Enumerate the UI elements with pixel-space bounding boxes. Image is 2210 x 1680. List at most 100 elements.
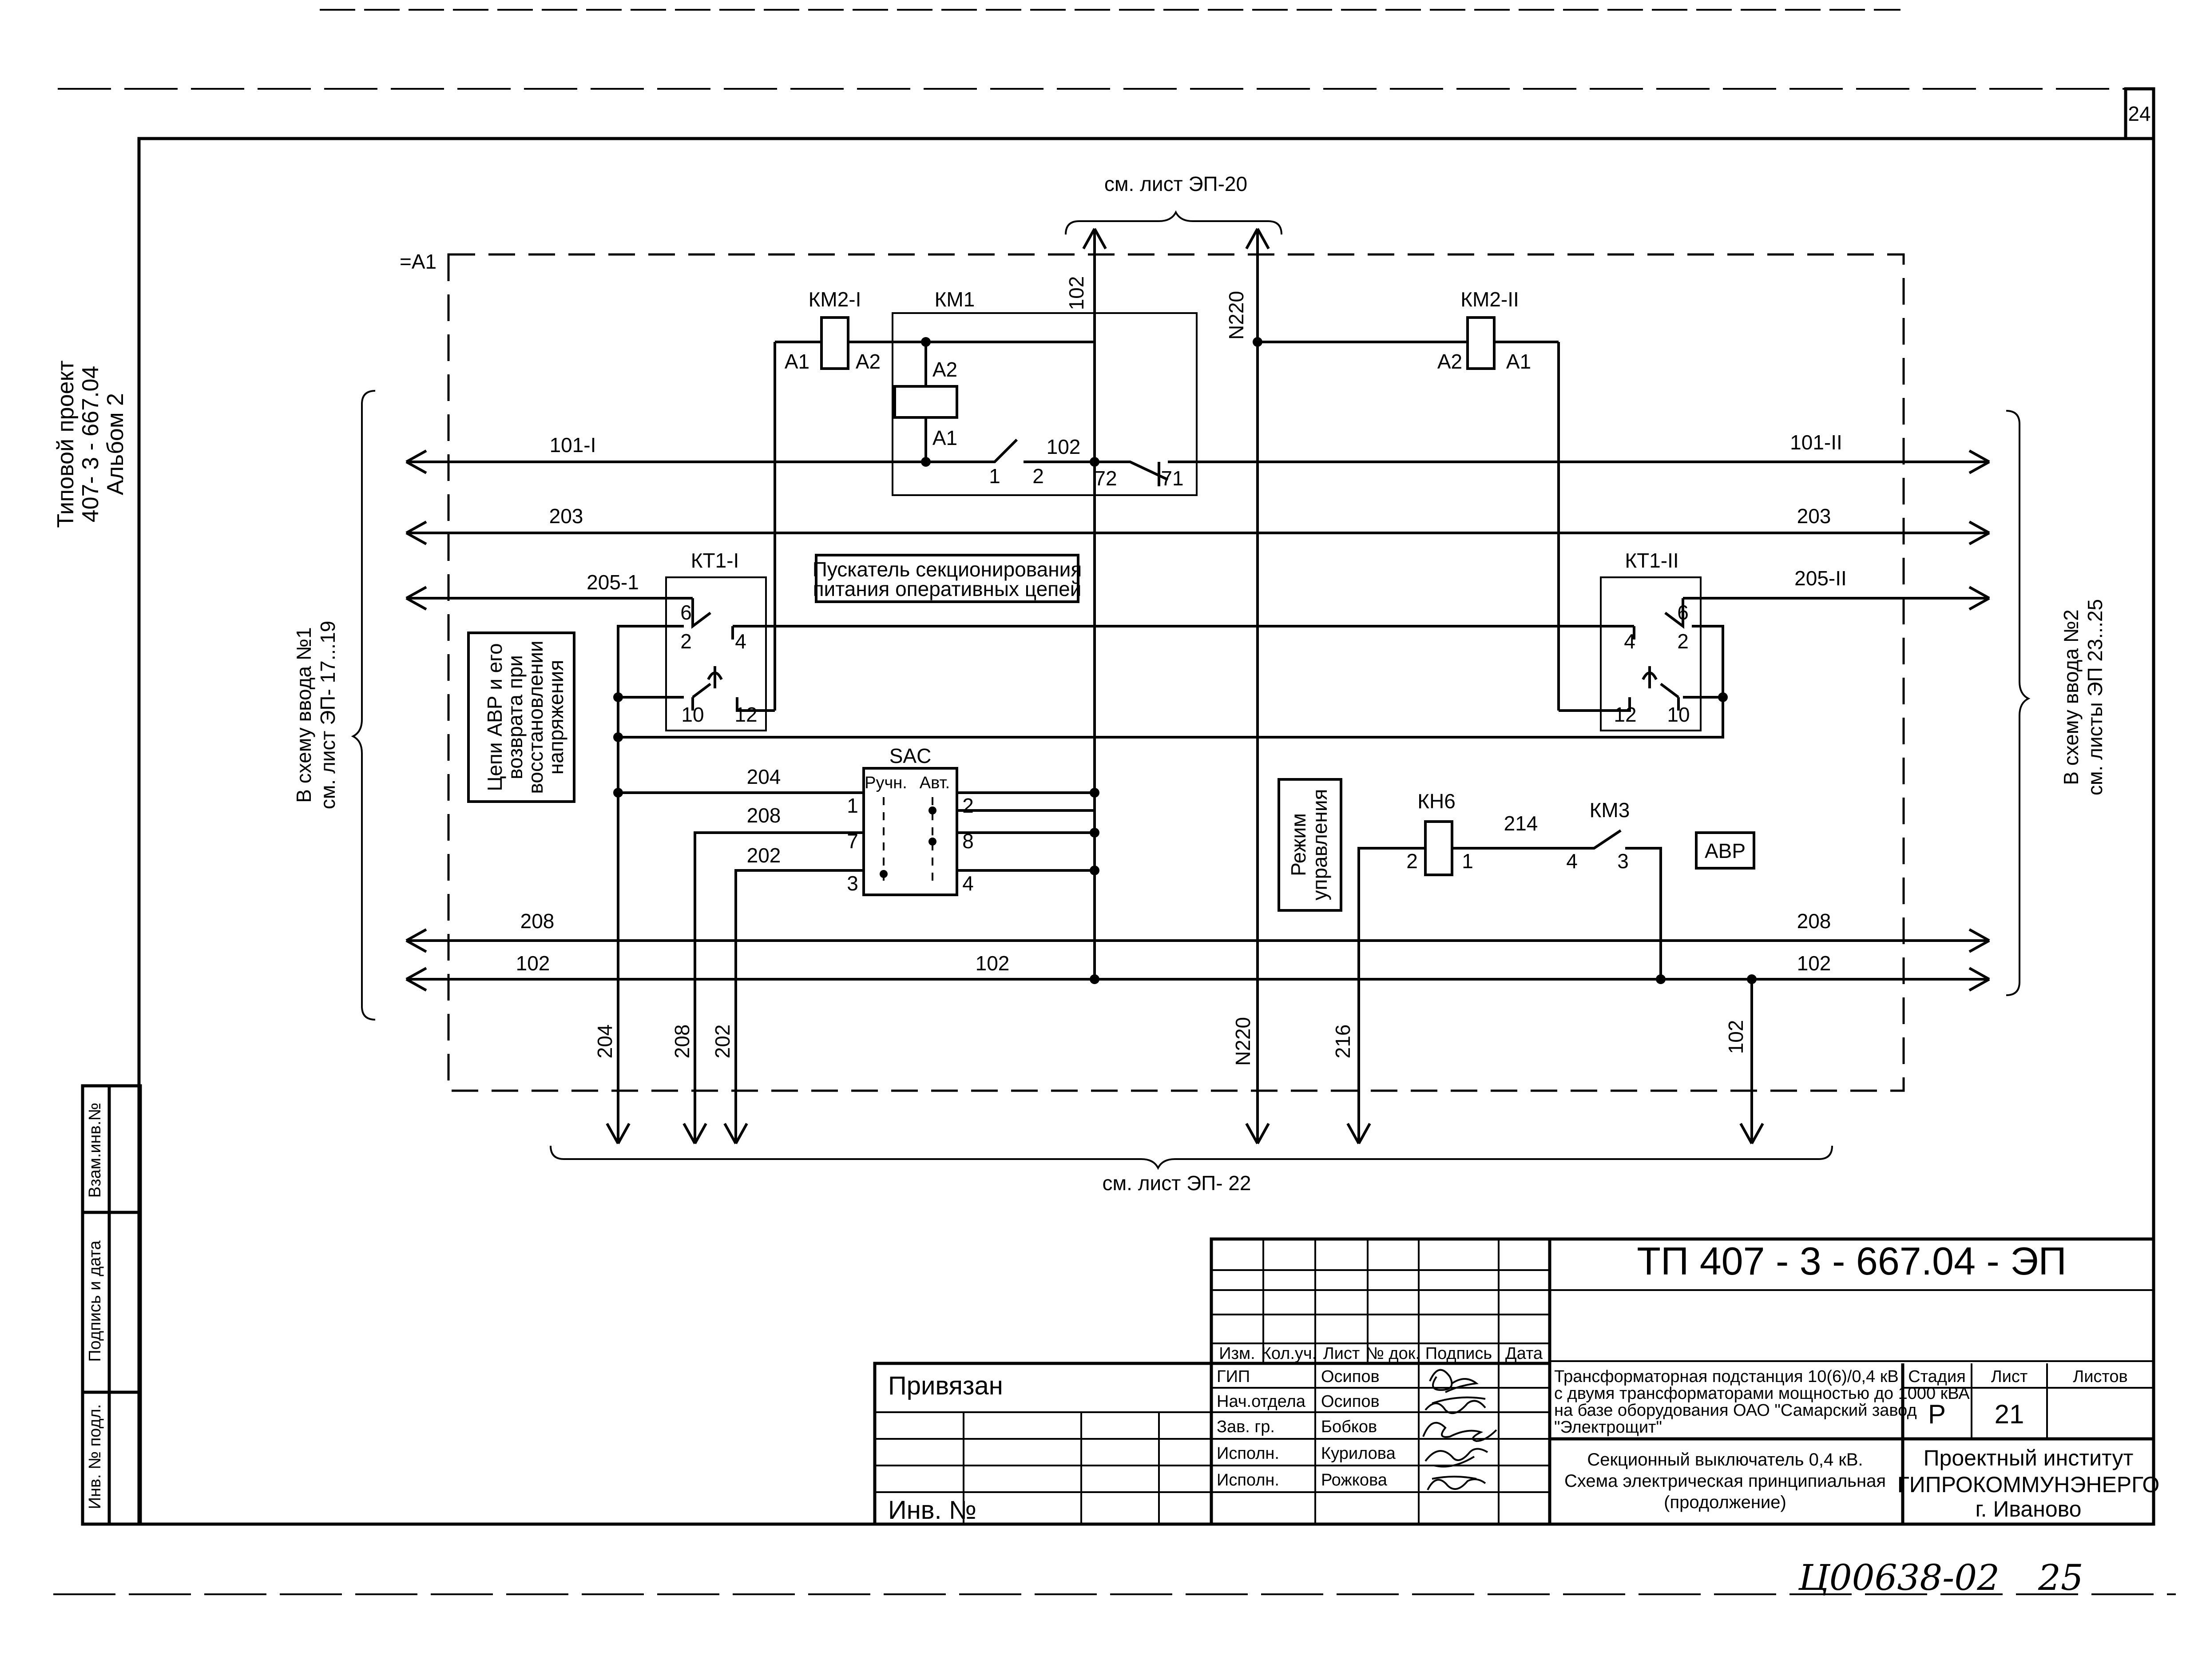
sheet-label: Лист (1991, 1367, 2028, 1386)
project-title: Типовой проект 407- 3 - 667.04 Альбом 2 (53, 360, 128, 528)
hdr-signature: Подпись (1425, 1344, 1492, 1363)
kt1-1-contact-10-12 (691, 683, 775, 712)
kt1-interconnects (613, 337, 1757, 984)
ref-right-brace (2006, 410, 2031, 996)
note-mode-line-2: управления (1308, 789, 1331, 901)
label-101-left: 101-I (550, 433, 596, 457)
label-down-204: 204 (593, 1025, 616, 1059)
label-down-208: 208 (671, 1025, 694, 1059)
drawing-title-3: (продолжение) (1664, 1493, 1786, 1512)
row-3-name: Бобков (1321, 1418, 1377, 1436)
km2-2-coil (1466, 316, 1496, 370)
row-5-name: Рожкова (1321, 1471, 1388, 1489)
project-title-line-3: Альбом 2 (103, 393, 128, 495)
ref-top-brace (1065, 210, 1282, 235)
doc-code: ТП 407 - 3 - 667.04 - ЭП (1637, 1239, 2066, 1283)
hdr-sheet: Лист (1323, 1344, 1360, 1363)
kh6-name: КН6 (1417, 790, 1456, 813)
object-title-2: с двумя трансформаторами мощностью до 10… (1554, 1384, 1970, 1403)
sheet-frame (53, 9, 2176, 1595)
ref-right-line-2: см. листы ЭП 23...25 (2083, 599, 2107, 795)
coil-line (774, 341, 1560, 711)
label-102-right: 102 (1797, 952, 1831, 975)
km1-102: 102 (1047, 435, 1081, 458)
sac-p3: 3 (847, 872, 858, 895)
object-title-3: на базе оборудования ОАО "Самарский заво… (1554, 1401, 1917, 1420)
bus-205 (405, 586, 1990, 611)
km3-p3: 3 (1617, 850, 1629, 873)
riser-202 (723, 869, 864, 1144)
org-line-2: ГИПРОКОММУНЭНЕРГО (1897, 1472, 2160, 1497)
unit-boundary (447, 253, 1905, 1092)
row-4-role: Исполн. (1217, 1444, 1279, 1463)
row-2-name: Осипов (1321, 1392, 1380, 1411)
org-line-1: Проектный институт (1924, 1446, 2134, 1470)
km1-coil (893, 385, 958, 419)
label-102-mid: 102 (976, 952, 1010, 975)
row-1-name: Осипов (1321, 1367, 1380, 1386)
bus-101 (405, 449, 1990, 474)
km2-1-a1: А1 (785, 350, 809, 373)
label-205-right: 205-II (1794, 567, 1847, 590)
title-block (873, 1237, 2155, 1526)
sac-manual: Ручн. (865, 774, 907, 792)
kt1-2-name: КТ1-II (1625, 549, 1678, 572)
label-101-right: 101-II (1790, 431, 1842, 454)
km1-box (892, 312, 1198, 496)
signatures (1422, 1369, 1497, 1490)
object-title-4: "Электрощит" (1554, 1418, 1662, 1437)
sac-name: SAC (889, 744, 932, 767)
kt1-1-p6: 6 (680, 601, 692, 624)
kt1-2-contact-12-10 (1559, 683, 1680, 712)
label-riser-n220-bottom: N220 (1231, 1017, 1254, 1066)
km1-c2: 2 (1032, 465, 1044, 488)
label-203-right: 203 (1797, 504, 1831, 528)
km1-contact-1-2 (928, 438, 1075, 463)
km1-name: КМ1 (935, 288, 975, 311)
note-avr-line-3: восстановлении (524, 640, 547, 794)
project-title-line-2: 407- 3 - 667.04 (78, 366, 103, 523)
bus-102 (405, 967, 1990, 992)
label-down-216: 216 (1331, 1025, 1354, 1059)
avr-box-label: АВР (1705, 839, 1746, 862)
ref-top: см. лист ЭП-20 (1104, 172, 1247, 195)
kt1-2-p2: 2 (1677, 630, 1689, 653)
label-214: 214 (1504, 812, 1538, 835)
ref-left-line-2: см. лист ЭП- 17...19 (316, 621, 339, 809)
sac-p2: 2 (962, 794, 974, 817)
km1-contact-72-71 (1106, 461, 1169, 486)
note-starter-line-2: питания оперативных цепей (813, 577, 1082, 600)
side-stamp-orig-inv: Инв. № подл. (86, 1404, 104, 1509)
note-starter: Пускатель секционирования питания операт… (813, 554, 1082, 603)
note-control-mode (1278, 778, 1342, 912)
drawing-title-1: Секционный выключатель 0,4 кВ. (1587, 1450, 1863, 1470)
sac-p1: 1 (847, 794, 858, 817)
note-mode-line-1: Режим (1287, 813, 1310, 876)
sac-p8: 8 (962, 830, 974, 853)
row-5-role: Исполн. (1217, 1471, 1279, 1489)
note-starter-line-1: Пускатель секционирования (813, 558, 1082, 581)
sheet-value: 21 (1995, 1399, 2024, 1429)
drawing-title-2: Схема электрическая принципиальная (1564, 1471, 1886, 1491)
kt1-1-box (665, 576, 767, 731)
kh6-coil (1424, 820, 1453, 876)
sac-p7: 7 (847, 830, 858, 853)
hdr-qty: Кол.уч. (1262, 1344, 1317, 1363)
project-title-line-1: Типовой проект (53, 360, 79, 528)
note-avr-circuits (467, 631, 575, 803)
ref-bottom-brace (550, 1145, 1833, 1170)
km3-name: КМ3 (1590, 798, 1630, 822)
kt1-2-contact-6-4 (1559, 598, 1684, 639)
side-stamp (81, 1084, 142, 1526)
label-208-h: 208 (747, 804, 781, 827)
row-4-name: Курилова (1321, 1444, 1396, 1463)
riser-208 (682, 831, 864, 1144)
label-204-h: 204 (747, 765, 781, 788)
kt1-1-timer-icon (707, 666, 723, 688)
kt1-2-p4: 4 (1624, 630, 1635, 653)
km1-a1: А1 (932, 426, 957, 449)
kh6-p2: 2 (1406, 850, 1418, 873)
kt1-1-p2: 2 (680, 630, 692, 653)
row-3-role: Зав. гр. (1217, 1418, 1275, 1436)
stage-label: Стадия (1908, 1367, 1966, 1386)
